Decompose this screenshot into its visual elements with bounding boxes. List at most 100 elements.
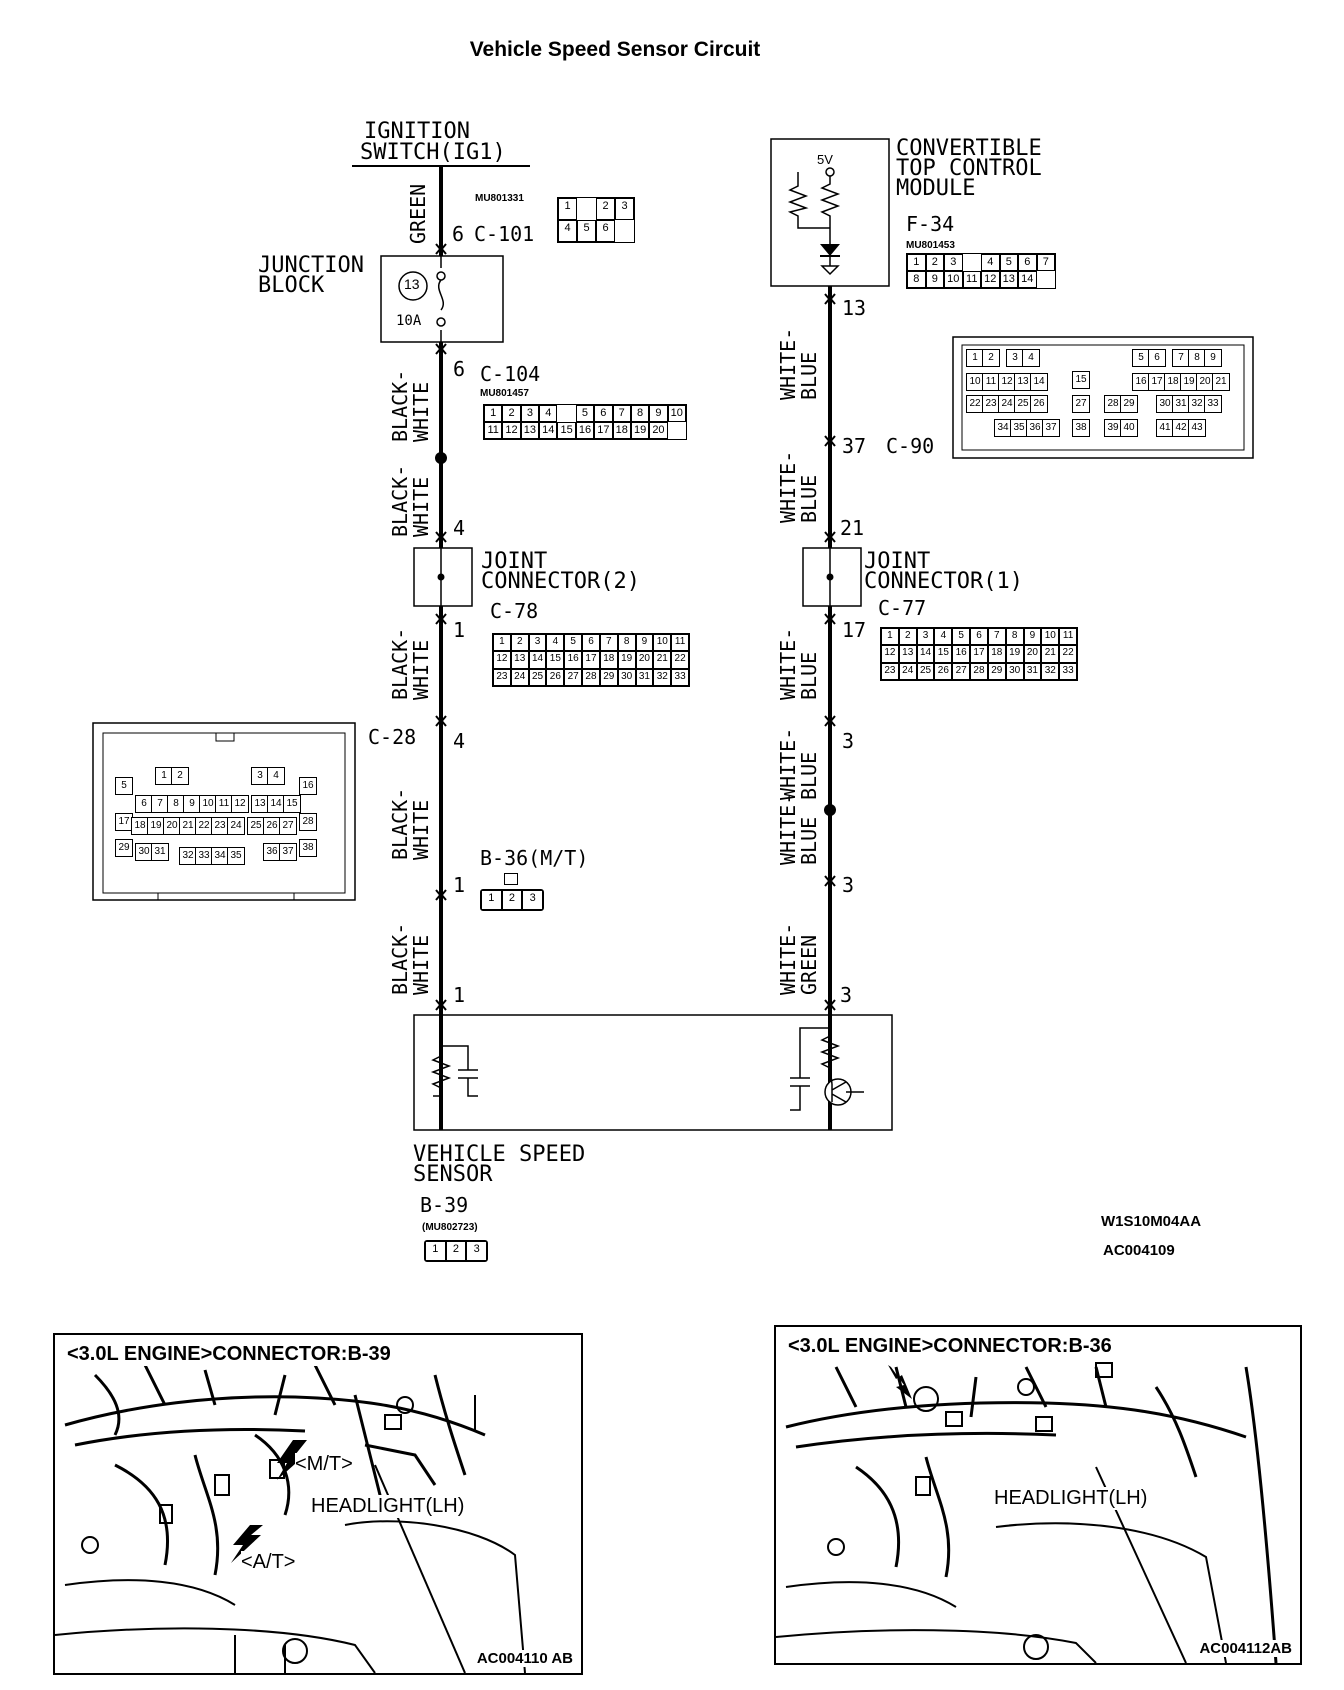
connector-pin: 2: [982, 349, 1000, 367]
connector-pin: 3: [520, 405, 540, 422]
connector-pin: 13: [520, 422, 540, 439]
wire-color-bw-5: BLACK- WHITE: [388, 922, 433, 995]
junction-block-label-2: BLOCK: [258, 273, 325, 298]
b36-lock-mark: [504, 873, 518, 885]
jc2-pin-top: 4: [453, 516, 466, 540]
connector-pin: 5: [564, 634, 583, 652]
connector-pin: 4: [546, 634, 565, 652]
connector-pin: 4: [934, 628, 953, 646]
connector-pin: 10: [944, 271, 963, 288]
junction-block-label-1: JUNCTION: [258, 253, 364, 278]
connector-pin: 25: [528, 668, 547, 686]
connector-pin: 18: [612, 422, 631, 439]
connector-pin: 6: [582, 634, 600, 652]
connector-pin: 19: [147, 817, 165, 835]
connector-pin: 15: [283, 795, 301, 813]
connector-pin: 14: [1018, 271, 1037, 288]
connector-pin: 7: [612, 405, 631, 422]
module-voltage: 5V: [817, 152, 833, 167]
diagram-code-2: AC004109: [1103, 1242, 1175, 1259]
connector-pin: 30: [1005, 662, 1024, 680]
connector-pin: 12: [502, 422, 521, 439]
connector-pin: 1: [481, 890, 502, 910]
page-title: Vehicle Speed Sensor Circuit: [469, 38, 761, 61]
connector-pin: 3: [615, 198, 634, 220]
diagram-code-1: W1S10M04AA: [1101, 1213, 1202, 1230]
connector-pin: 7: [987, 628, 1006, 646]
sensor-pin-left: 1: [453, 983, 466, 1007]
connector-pin: 29: [115, 839, 133, 857]
connector-pin: 43: [1188, 419, 1206, 437]
wire-color-bw-1: BLACK- WHITE: [388, 369, 433, 442]
photo-b36: <3.0L ENGINE>CONNECTOR:B-36 HEADLIGHT(LH…: [774, 1325, 1302, 1665]
connector-pin: 33: [671, 668, 689, 686]
connector-pin: 31: [1023, 662, 1042, 680]
wire-color-wb-2: WHITE- BLUE: [776, 450, 821, 523]
connector-pin: 11: [962, 271, 981, 288]
connector-pin: 4: [267, 767, 285, 785]
connector-pin: 11: [484, 422, 503, 439]
connector-pin: 7: [1036, 254, 1055, 271]
connector-pin: 32: [653, 668, 672, 686]
connector-pin: 19: [1005, 645, 1024, 663]
wire-color-bw-2: BLACK- WHITE: [388, 464, 433, 537]
connector-pin: 16: [575, 422, 595, 439]
jc1-label-1: JOINT: [864, 549, 931, 574]
connector-pin: 9: [649, 405, 668, 422]
c90-pin: 37: [842, 434, 867, 458]
connector-pin: 17: [1148, 373, 1166, 391]
connector-pin: 27: [279, 817, 297, 835]
connector-pin: 29: [1120, 395, 1138, 413]
c28-id: C-28: [368, 725, 417, 749]
sensor-pin-right: 3: [840, 983, 853, 1007]
connector-pin: 24: [898, 662, 917, 680]
connector-pin: 9: [925, 271, 944, 288]
photo-b39-mt: <M/T>: [295, 1453, 353, 1476]
connector-pin: 21: [1212, 373, 1230, 391]
connector-pin: 8: [907, 271, 926, 288]
connector-pin: 6: [135, 795, 153, 813]
connector-pin: 1: [907, 254, 926, 271]
connector-pin: 4: [558, 220, 577, 242]
connector-pin: 10: [1041, 628, 1060, 646]
connector-pin: 26: [546, 668, 565, 686]
connector-pin: 13: [999, 271, 1018, 288]
connector-pin: 4: [539, 405, 558, 422]
b36-pin: 1: [453, 873, 466, 897]
connector-pin: 14: [916, 645, 935, 663]
connector-pin: 42: [1172, 419, 1190, 437]
c28-pin: 4: [453, 729, 466, 753]
connector-pin: 7: [1172, 349, 1190, 367]
connector-pin: 14: [267, 795, 285, 813]
connector-pin: 2: [171, 767, 189, 785]
connector-pin: 15: [934, 645, 953, 663]
sensor-label-2: SENSOR: [413, 1162, 493, 1187]
connector-pin: 10: [653, 634, 672, 652]
connector-pin: 35: [227, 847, 245, 865]
connector-pin: 2: [445, 1241, 467, 1261]
connector-pin: 23: [881, 662, 899, 680]
connector-pin: 22: [1059, 645, 1077, 663]
photo-b39-illustration: [55, 1364, 526, 1673]
connector-pin: 6: [1018, 254, 1037, 271]
jc1-label-2: CONNECTOR(1): [864, 569, 1023, 594]
connector-pin: 9: [1204, 349, 1222, 367]
wire-color-wb-4: WHITE- BLUE: [776, 727, 821, 800]
connector-pin: 13: [510, 651, 529, 669]
connector-pin: 8: [167, 795, 185, 813]
connector-pin: 2: [925, 254, 944, 271]
connector-pin: 33: [1204, 395, 1222, 413]
connector-pin: 20: [1023, 645, 1042, 663]
connector-pin: 2: [596, 198, 615, 220]
connector-pin: 31: [151, 843, 169, 861]
connector-pin: 27: [952, 662, 971, 680]
wire-color-green: GREEN: [406, 183, 430, 244]
photo-b39-at: <A/T>: [241, 1551, 296, 1574]
